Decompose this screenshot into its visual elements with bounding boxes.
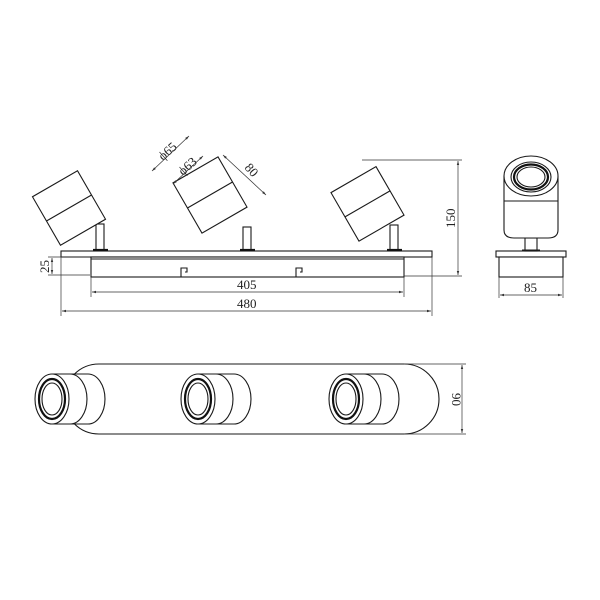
dim-overall-height: 150 (443, 209, 458, 229)
dim-head-length: 80 (242, 160, 262, 180)
top-view: 90 (34, 363, 466, 435)
spotlight-head-middle: ϕ65 ϕ63 80 (151, 135, 267, 252)
top-head-middle (180, 373, 252, 425)
hook-left (180, 267, 188, 277)
dim-top-depth: 90 (449, 393, 464, 406)
top-head-left (34, 373, 106, 425)
dim-base-length: 405 (237, 277, 257, 292)
spotlight-head-right (330, 165, 405, 252)
top-head-right (328, 373, 400, 425)
dim-outer-diameter: ϕ65 (155, 139, 180, 163)
dim-plate-length: 480 (237, 296, 257, 311)
spotlight-head-left (31, 169, 108, 252)
base-body (90, 256, 405, 278)
front-view: ϕ65 ϕ63 80 150 25 405 (31, 135, 462, 316)
side-view: 85 (495, 155, 567, 298)
dim-side-width: 85 (524, 280, 537, 295)
dim-base-height: 25 (37, 260, 52, 273)
mounting-plate (60, 250, 433, 258)
hook-right (295, 267, 303, 277)
